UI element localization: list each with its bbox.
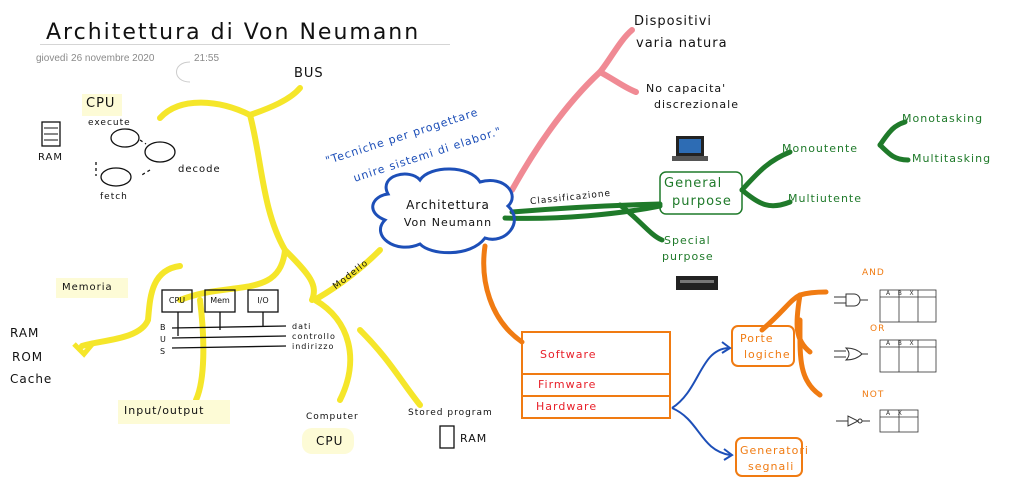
dispositivi-label: Dispositivi <box>634 14 712 29</box>
cpu-label-bg <box>82 94 122 116</box>
bus-letter-b: B <box>160 323 166 332</box>
fetch-label: fetch <box>100 192 128 202</box>
generatori-label: Generatori <box>740 444 809 457</box>
bus-box-io: I/O <box>257 296 269 305</box>
varia-natura-label: varia natura <box>636 36 728 51</box>
ram-icon <box>41 121 61 147</box>
central-subtitle: Von Neumann <box>403 216 493 229</box>
io-bg <box>118 400 230 424</box>
general-purpose-box <box>659 171 743 215</box>
bus-box-cpu: CPU <box>168 296 186 305</box>
truth-tables <box>879 289 937 433</box>
computer-cpu-label: CPU <box>316 434 344 448</box>
memoria-label: Memoria <box>62 282 113 293</box>
page-title: Architettura di Von Neumann <box>46 20 421 45</box>
bus-branch <box>79 85 423 408</box>
ram-label: RAM <box>38 152 64 163</box>
memoria-bg <box>56 278 128 298</box>
bus-label: BUS <box>294 66 324 81</box>
bus-letter-u: U <box>160 335 166 344</box>
bus-box-mem: Mem <box>210 296 230 305</box>
mem-list-ram: RAM <box>10 326 40 340</box>
computer-label: Computer <box>306 412 359 422</box>
not-label: NOT <box>862 390 885 400</box>
porte-label: Porte <box>740 332 774 345</box>
and-table-text: A B X <box>886 290 914 297</box>
keyboard-icon <box>676 276 718 290</box>
general-label: General <box>664 176 723 191</box>
not-table-text: A X <box>886 410 902 417</box>
bus-line-controllo: controllo <box>292 332 336 341</box>
special-label: Special <box>664 234 711 247</box>
top-branch <box>509 27 639 193</box>
classification-branch <box>502 119 911 243</box>
or-label: OR <box>870 324 886 334</box>
or-gate-icon <box>834 347 868 361</box>
hardware-box <box>521 395 671 419</box>
monotasking-label: Monotasking <box>902 112 984 125</box>
or-table-text: A B X <box>886 340 914 347</box>
stored-ram-label: RAM <box>460 432 488 445</box>
laptop-icon <box>672 136 708 161</box>
memory-arrow <box>72 340 96 358</box>
time-bracket <box>176 61 191 83</box>
cpu-cycle <box>95 128 176 187</box>
bus-cpu-box <box>161 289 193 313</box>
bus-letter-s: S <box>160 347 166 356</box>
not-gate-icon <box>836 415 870 427</box>
purpose-label: purpose <box>672 194 732 209</box>
multitasking-label: Multitasking <box>912 152 992 165</box>
bus-lines <box>171 312 287 349</box>
central-cloud <box>371 167 516 255</box>
logiche-label: logiche <box>744 348 791 361</box>
and-gate-icon <box>834 293 868 307</box>
software-label: Software <box>540 348 597 361</box>
stored-ram-icon <box>439 425 455 449</box>
ram-icon-lines <box>44 127 58 141</box>
generatori-box <box>735 437 803 477</box>
mem-list-rom: ROM <box>12 350 44 364</box>
decode-label: decode <box>178 164 221 175</box>
execute-label: execute <box>88 118 131 128</box>
segnali-label: segnali <box>748 460 795 473</box>
page-date: giovedì 26 novembre 2020 <box>36 53 155 64</box>
mem-list-cache: Cache <box>10 372 53 386</box>
computer-cpu-bg <box>302 428 354 454</box>
multiutente-label: Multiutente <box>788 192 862 205</box>
stored-program-label: Stored program <box>408 408 493 418</box>
io-label: Input/output <box>124 404 205 417</box>
firmware-label: Firmware <box>538 378 597 391</box>
title-divider <box>40 44 450 45</box>
and-label: AND <box>862 268 885 278</box>
porte-box <box>731 325 795 367</box>
special-purpose-label: purpose <box>662 250 714 263</box>
bus-line-indirizzo: indirizzo <box>292 342 335 351</box>
discrezionale-label: discrezionale <box>654 98 739 111</box>
bus-line-dati: dati <box>292 322 312 331</box>
hardware-label: Hardware <box>536 400 598 413</box>
no-capacita-label: No capacita' <box>646 82 727 95</box>
monoutente-label: Monoutente <box>782 142 859 155</box>
cpu-label: CPU <box>86 96 116 111</box>
central-title: Architettura <box>406 198 490 212</box>
layers-branch <box>481 243 829 398</box>
hardware-arrows <box>671 341 734 461</box>
page-time: 21:55 <box>194 53 220 64</box>
